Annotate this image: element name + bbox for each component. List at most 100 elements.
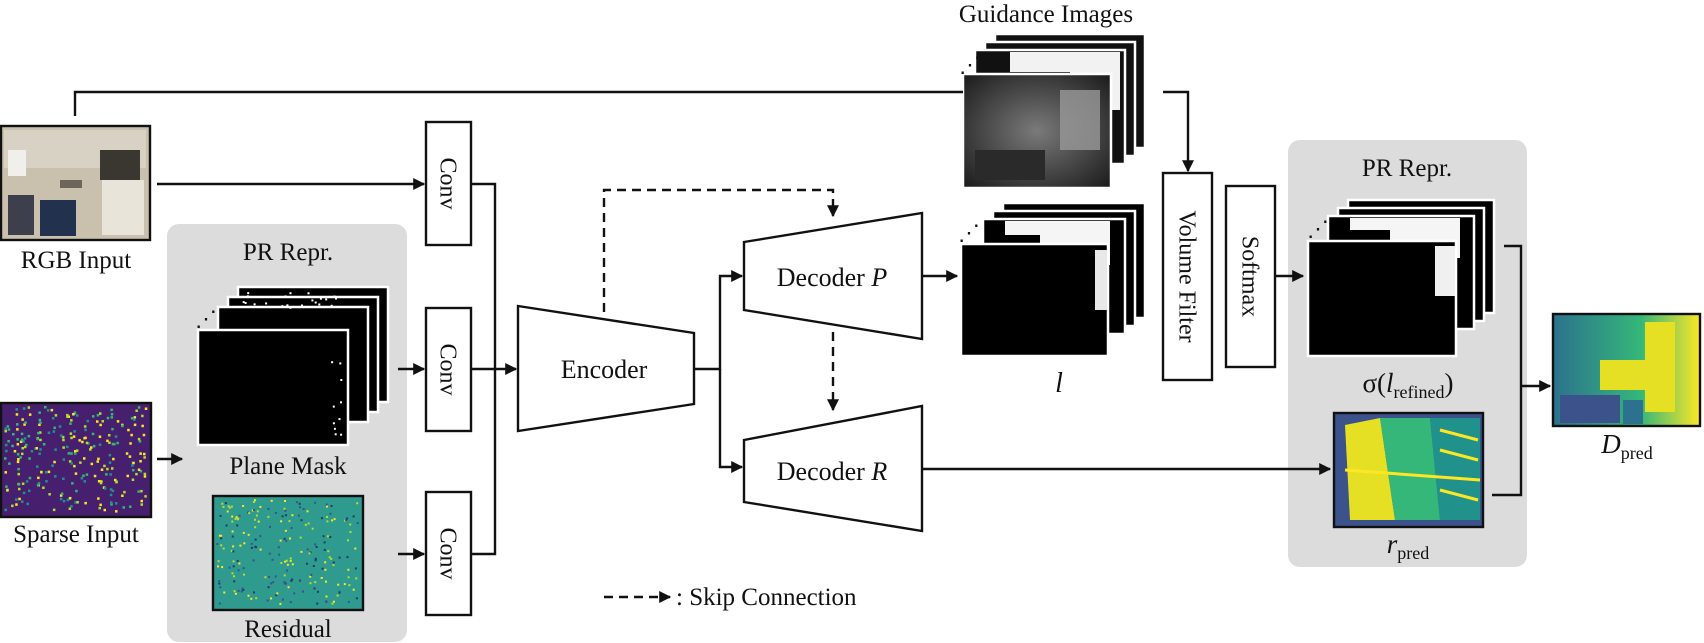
texture-dot	[324, 568, 327, 571]
texture-dot	[252, 501, 255, 503]
texture-dot	[284, 560, 287, 563]
texture-dot	[16, 438, 19, 441]
texture-dot	[28, 457, 31, 460]
decoder-p-block	[742, 211, 924, 341]
texture-dot	[217, 565, 219, 568]
texture-dot	[230, 505, 233, 508]
texture-dot	[217, 560, 220, 563]
texture-dot	[28, 489, 31, 493]
texture-dot	[110, 408, 113, 412]
texture-dot	[249, 305, 252, 308]
texture-dot	[4, 471, 7, 474]
softmax-label: Softmax	[1237, 236, 1263, 317]
depth-prediction-image	[1551, 312, 1702, 428]
texture-dot	[39, 431, 42, 434]
texture-dot	[325, 601, 328, 604]
texture-dot	[289, 601, 292, 604]
texture-dot	[5, 485, 8, 488]
texture-dot	[331, 361, 334, 364]
texture-dot	[68, 507, 72, 510]
texture-dot	[340, 433, 343, 436]
texture-dot	[39, 438, 42, 442]
texture-dot	[255, 514, 258, 517]
texture-dot	[271, 558, 274, 561]
texture-dot	[346, 556, 349, 559]
texture-dot	[236, 560, 239, 562]
texture-dot	[286, 304, 289, 307]
texture-dot	[352, 588, 355, 591]
texture-dot	[108, 441, 111, 444]
conv-top-box	[424, 120, 473, 247]
texture-dot	[242, 567, 245, 570]
texture-dot	[11, 504, 14, 508]
texture-dot	[334, 433, 337, 436]
texture-dot	[345, 519, 348, 522]
texture-dot	[66, 445, 69, 449]
texture-dot	[247, 292, 250, 295]
texture-dot	[22, 407, 26, 410]
texture-dot	[242, 505, 245, 507]
texture-dot	[35, 447, 38, 450]
texture-dot	[340, 401, 342, 404]
texture-dot	[109, 493, 113, 497]
texture-dot	[327, 550, 330, 553]
texture-dot	[54, 448, 57, 451]
texture-dot	[281, 305, 284, 308]
texture-dot	[346, 517, 349, 520]
texture-dot	[347, 600, 350, 603]
texture-dot	[37, 481, 41, 485]
texture-dot	[355, 577, 358, 580]
texture-dot	[254, 545, 257, 548]
rgb-input-image	[0, 124, 152, 242]
texture-dot	[218, 580, 221, 583]
encoder-label: Encoder	[561, 355, 648, 384]
texture-dot	[144, 495, 147, 498]
texture-dot	[106, 439, 109, 443]
texture-dot	[287, 586, 290, 589]
texture-dot	[123, 490, 126, 494]
texture-dot	[44, 406, 47, 409]
texture-dot	[52, 508, 56, 512]
texture-dot	[60, 434, 63, 437]
texture-dot	[20, 438, 24, 442]
volume-filter-box	[1161, 171, 1214, 382]
texture-dot	[78, 439, 81, 442]
texture-dot	[304, 523, 307, 526]
texture-dot	[237, 589, 240, 592]
texture-dot	[71, 482, 74, 485]
volume-filter-label: Volume Filter	[1174, 210, 1200, 342]
texture-dot	[68, 460, 72, 463]
texture-dot	[340, 379, 343, 381]
texture-dot	[275, 594, 278, 597]
texture-dot	[326, 505, 328, 508]
texture-dot	[74, 452, 77, 455]
texture-dot	[47, 431, 51, 434]
texture-dot	[285, 514, 287, 517]
texture-dot	[242, 301, 245, 304]
texture-dot	[326, 516, 328, 518]
texture-dot	[314, 501, 316, 504]
texture-dot	[289, 557, 292, 560]
texture-dot	[267, 586, 270, 589]
texture-dot	[66, 415, 69, 418]
texture-dot	[222, 547, 225, 550]
texture-dot	[224, 502, 227, 505]
texture-dot	[232, 545, 235, 548]
texture-dot	[265, 302, 268, 305]
texture-dot	[114, 435, 118, 438]
texture-dot	[237, 569, 240, 572]
texture-dot	[25, 443, 28, 447]
texture-dot	[254, 526, 257, 529]
texture-dot	[66, 413, 69, 417]
texture-dot	[231, 572, 234, 575]
texture-dot	[79, 461, 82, 464]
texture-dot	[253, 303, 256, 306]
texture-dot	[121, 424, 124, 428]
texture-dot	[62, 499, 66, 503]
guidance-to-volume-filter-arrow	[1163, 90, 1194, 173]
texture-dot	[37, 431, 40, 435]
texture-dot	[312, 565, 315, 567]
texture-dot	[309, 575, 312, 578]
texture-dot	[328, 556, 331, 559]
texture-dot	[338, 418, 341, 421]
